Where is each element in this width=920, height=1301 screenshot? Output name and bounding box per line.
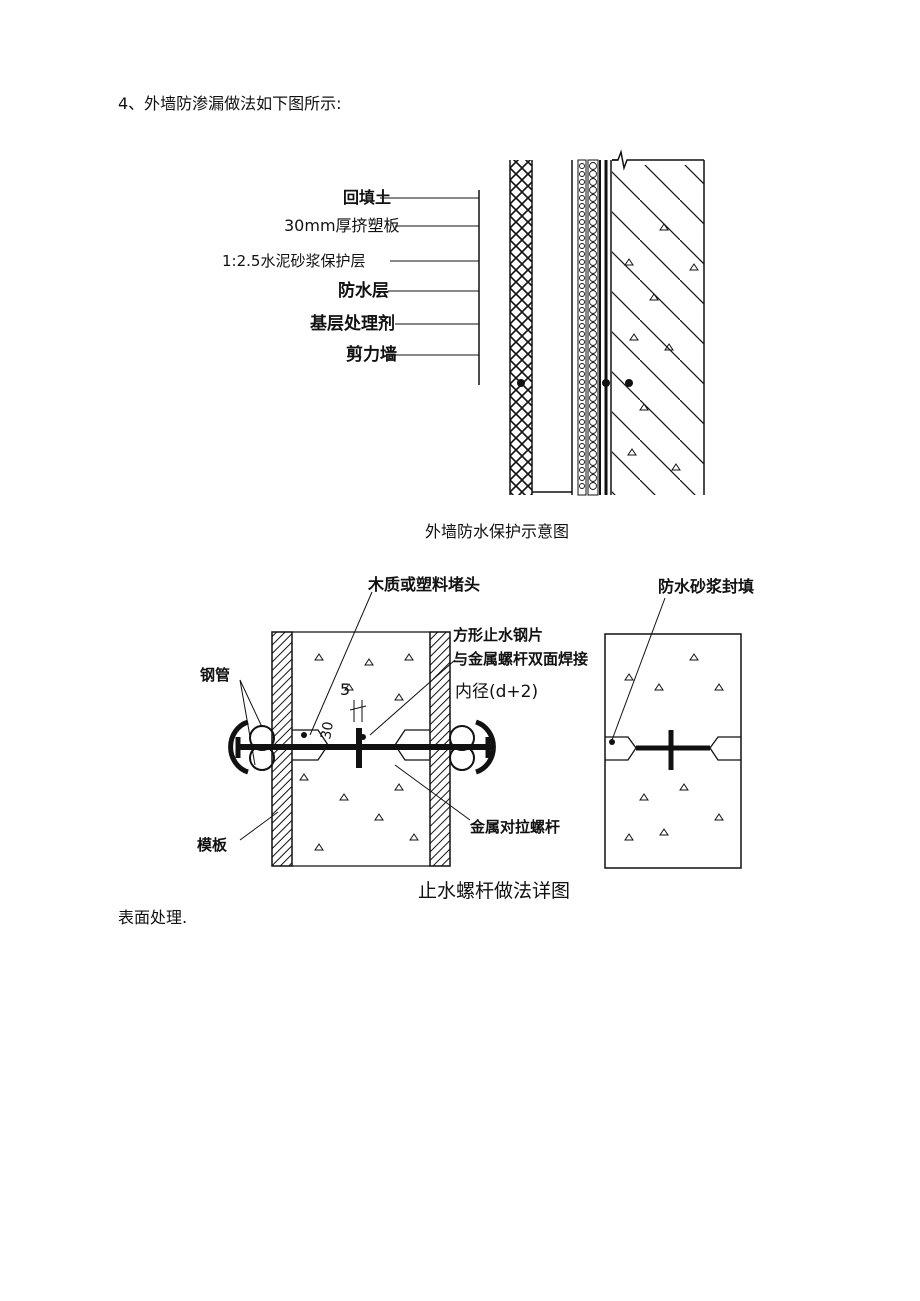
label-bolt: 金属对拉螺杆 — [469, 818, 560, 836]
layer-circles — [577, 159, 599, 496]
figure2-caption: 止水螺杆做法详图 — [418, 880, 571, 902]
figure1-caption: 外墙防水保护示意图 — [425, 522, 570, 541]
dim-30: 30 — [318, 720, 337, 740]
label-mortar-protection: 1:2.5水泥砂浆保护层 — [222, 252, 365, 270]
bolt-detail-labels: 木质或塑料堵头 方形止水钢片 与金属螺杆双面焊接 内径(d+2) 钢管 模板 金… — [197, 575, 754, 854]
label-backfill: 回填土 — [343, 188, 391, 207]
section-heading: 4、外墙防渗漏做法如下图所示: — [118, 94, 342, 113]
label-waterproof-layer: 防水层 — [338, 280, 389, 301]
label-inner-diameter: 内径(d+2) — [455, 682, 538, 702]
label-plug: 木质或塑料堵头 — [367, 575, 480, 594]
label-plate-line1: 方形止水钢片 — [453, 626, 543, 644]
label-formwork: 模板 — [197, 836, 228, 854]
sealed-section-diagram — [604, 633, 742, 869]
label-shear-wall: 剪力墙 — [346, 344, 397, 365]
label-primer: 基层处理剂 — [309, 313, 395, 334]
label-mortar-seal: 防水砂浆封填 — [658, 577, 754, 596]
wall-layer-labels: 回填土 30mm厚挤塑板 1:2.5水泥砂浆保护层 防水层 基层处理剂 剪力墙 — [222, 188, 400, 365]
body-text: 表面处理. — [118, 908, 188, 927]
label-plate-line2: 与金属螺杆双面焊接 — [453, 650, 588, 668]
label-steel-pipe: 钢管 — [200, 666, 230, 684]
label-xps-board: 30mm厚挤塑板 — [284, 216, 400, 235]
waterstop-bolt-diagram — [228, 591, 666, 867]
wall-section-diagram — [380, 149, 705, 496]
dim-5: 5 — [340, 680, 350, 699]
